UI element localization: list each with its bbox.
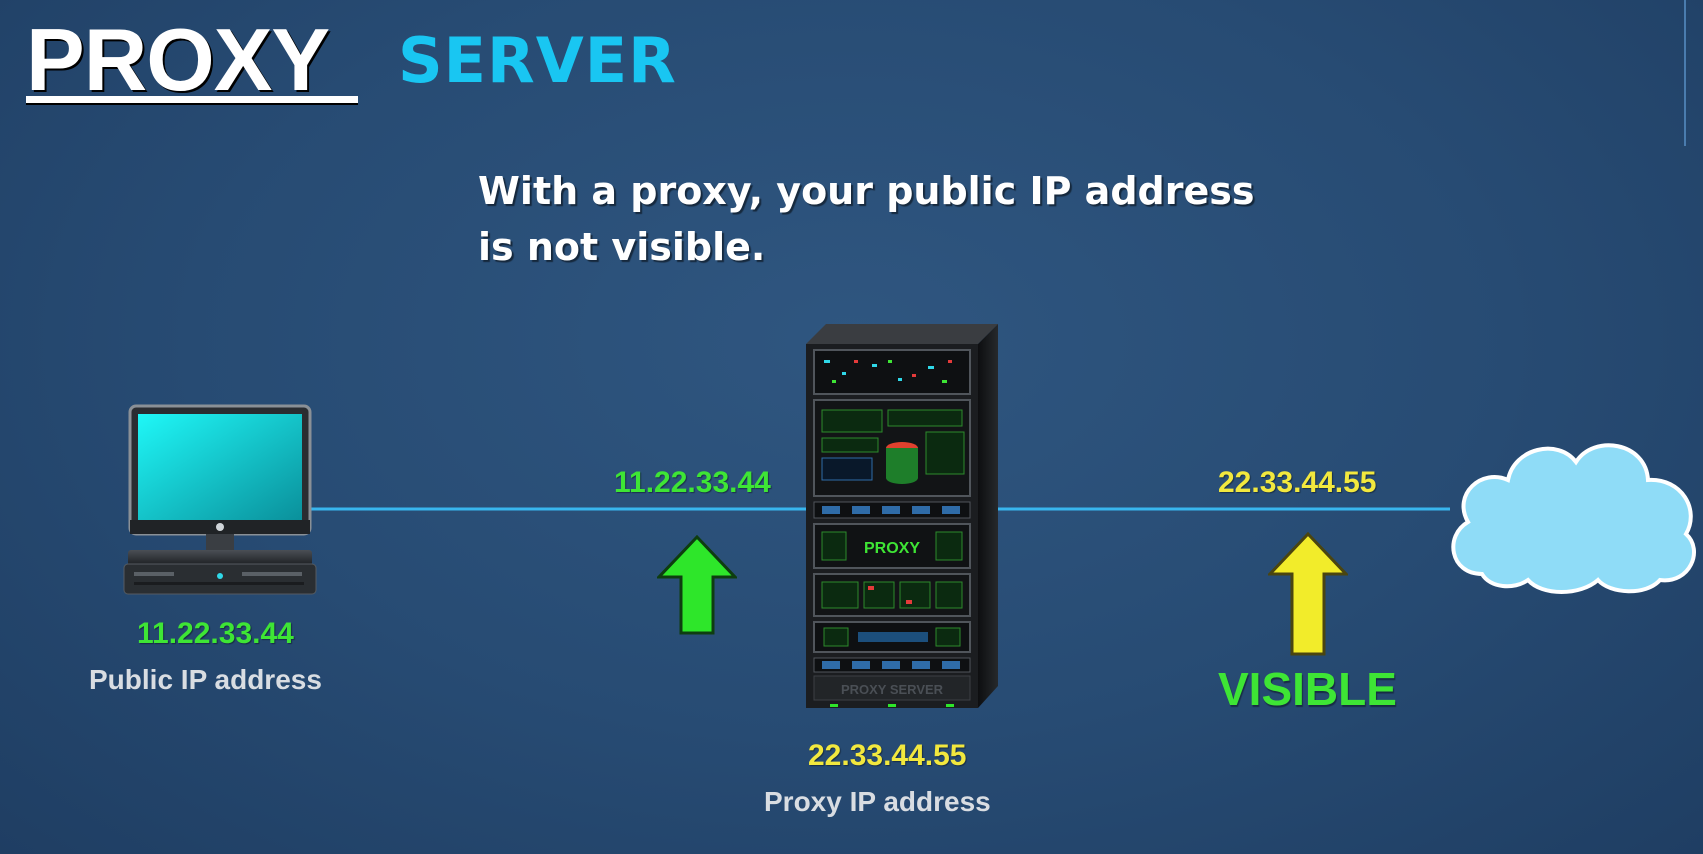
link-right-ip: 22.33.44.55 <box>1218 466 1377 499</box>
title-server: SERVER <box>398 24 677 97</box>
yellow-up-arrow-icon <box>1268 532 1348 656</box>
title-underline <box>26 96 358 103</box>
headline: With a proxy, your public IP address is … <box>478 163 1298 275</box>
client-caption: Public IP address <box>89 664 322 695</box>
edge-divider <box>1684 0 1686 146</box>
green-up-arrow-icon <box>657 535 737 635</box>
proxy-ip: 22.33.44.55 <box>808 739 967 772</box>
rack-panel-label: PROXY <box>864 540 920 557</box>
client-ip: 11.22.33.44 <box>137 617 294 650</box>
proxy-server-rack-icon: PROXY PROXY SERVER <box>806 324 998 708</box>
headline-line-2: is not visible. <box>478 225 766 269</box>
title-proxy: PROXY <box>26 10 330 109</box>
link-left-ip: 11.22.33.44 <box>614 466 771 499</box>
cloud-icon <box>1451 443 1696 594</box>
rack-base-label: PROXY SERVER <box>841 682 944 697</box>
proxy-caption: Proxy IP address <box>764 786 991 817</box>
computer-icon <box>123 404 317 595</box>
headline-line-1: With a proxy, your public IP address <box>478 169 1255 213</box>
visible-status: VISIBLE <box>1218 663 1397 715</box>
